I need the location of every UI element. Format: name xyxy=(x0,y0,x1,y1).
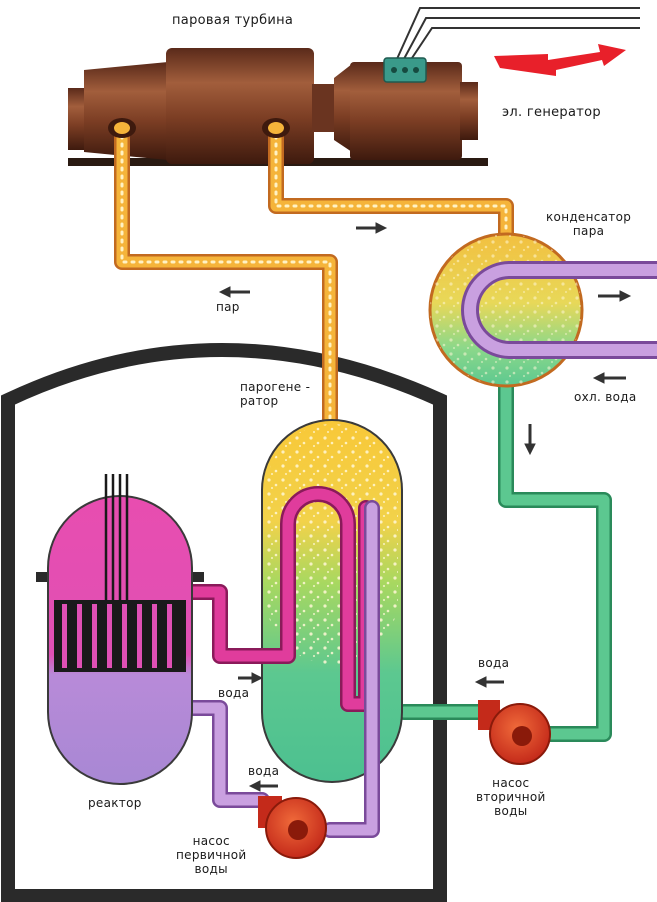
electric-generator xyxy=(334,57,478,160)
steam-condenser xyxy=(428,232,584,388)
steam-pipes xyxy=(114,120,514,438)
label-cooling-water: охл. вода xyxy=(574,390,637,404)
arrow-right-steam-icon xyxy=(356,222,388,234)
secondary-water-pump xyxy=(478,700,551,765)
label-secondary-pump: насос вторичной воды xyxy=(476,776,546,818)
label-water-primary: вода xyxy=(248,764,280,778)
containment-building xyxy=(1,343,447,902)
label-primary-pump-line3: воды xyxy=(194,862,228,876)
label-primary-pump-line2: первичной xyxy=(176,848,247,862)
secondary-water-pipe xyxy=(396,364,612,742)
label-condenser-line1: конденсатор xyxy=(546,210,632,224)
label-steam-generator-line2: ратор xyxy=(240,394,279,408)
arrow-right-reactor-water-icon xyxy=(238,672,264,684)
flow-arrows xyxy=(218,222,632,792)
label-generator: эл. генератор xyxy=(502,105,601,120)
label-water-reactor: вода xyxy=(218,686,250,700)
arrow-left-steam-icon xyxy=(218,286,250,298)
arrow-left-secondary-water-icon xyxy=(474,676,504,688)
reactor-vessel xyxy=(36,495,204,785)
lightning-icon xyxy=(494,44,626,76)
power-lines xyxy=(391,7,640,71)
primary-loop-pipe xyxy=(182,486,380,838)
arrow-down-condensate-icon xyxy=(524,424,536,456)
label-condenser: конденсатор пара xyxy=(546,210,631,238)
label-steam-generator: парогене - ратор xyxy=(240,380,310,408)
label-steam-turbine: паровая турбина xyxy=(172,13,294,28)
label-steam-generator-line1: парогене - xyxy=(240,380,311,394)
label-secondary-pump-line3: воды xyxy=(494,804,528,818)
label-secondary-pump-line1: насос xyxy=(492,776,530,790)
turbine-steam-ports xyxy=(108,118,290,138)
cooling-water-tube xyxy=(461,261,657,359)
arrow-left-primary-water-icon xyxy=(248,780,278,792)
label-primary-pump-line1: насос xyxy=(192,834,230,848)
label-steam: пар xyxy=(216,300,240,314)
steam-turbine xyxy=(68,48,340,164)
control-rods xyxy=(104,474,129,604)
label-primary-pump: насос первичной воды xyxy=(176,834,247,876)
label-secondary-pump-line2: вторичной xyxy=(476,790,546,804)
label-water-secondary: вода xyxy=(478,656,510,670)
arrow-right-cooling-out-icon xyxy=(598,290,632,302)
label-reactor: реактор xyxy=(88,796,142,810)
primary-water-pump xyxy=(258,796,327,859)
arrow-left-cooling-in-icon xyxy=(592,372,626,384)
label-condenser-line2: пара xyxy=(572,224,605,238)
